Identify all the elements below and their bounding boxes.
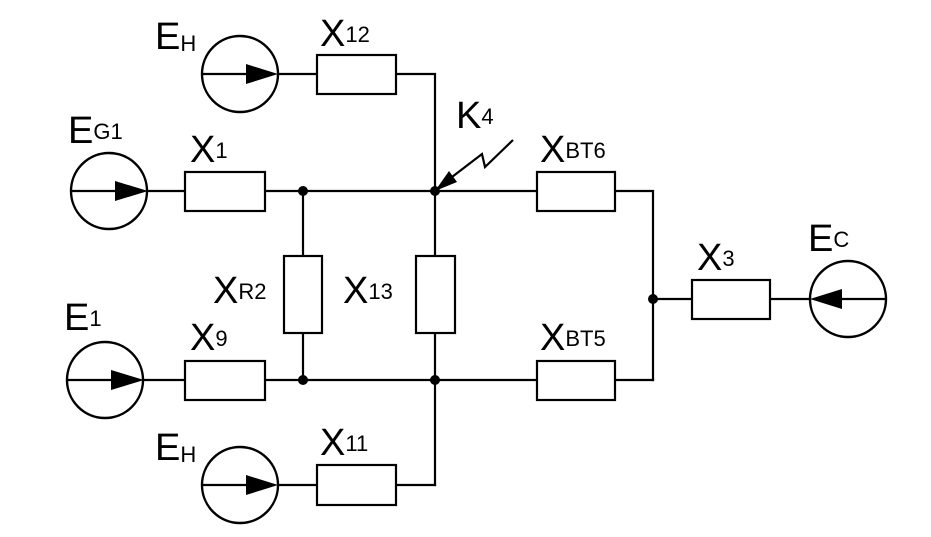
label-k4: K4 (456, 95, 494, 137)
junction-dot (298, 375, 308, 385)
resistor-x11 (315, 463, 398, 507)
resistor-x9 (183, 359, 267, 402)
label-x9: X9 (190, 317, 228, 359)
wire-eh-top (276, 72, 437, 193)
label-xbt5: XBT5 (540, 317, 606, 359)
label-x13: X13 (343, 270, 393, 312)
source-ec (808, 259, 888, 339)
label-x3: X3 (697, 237, 735, 279)
label-xbt6: XBT6 (540, 129, 606, 171)
junction-dot (430, 375, 440, 385)
label-eg1: EG1 (68, 110, 123, 152)
resistor-xr2 (282, 254, 324, 335)
resistor-x3 (690, 278, 772, 321)
label-x11: X11 (320, 422, 368, 464)
source-eg1 (69, 151, 149, 231)
resistor-x1 (183, 170, 267, 213)
source-eh-bottom (200, 445, 280, 525)
junction-dot (298, 186, 308, 196)
label-ec: EC (808, 218, 849, 260)
resistor-x12 (315, 53, 398, 96)
label-xr2: XR2 (213, 270, 266, 312)
source-e1 (65, 340, 145, 420)
fault-lightning-icon (435, 139, 514, 191)
source-eh-top (200, 34, 280, 114)
label-eh-top: EH (155, 16, 196, 58)
resistor-xbt6 (535, 170, 617, 213)
label-x12: X12 (320, 13, 370, 55)
junction-dot (648, 294, 658, 304)
label-eh-bottom: EH (155, 427, 196, 469)
label-x1: X1 (190, 129, 228, 171)
label-e1: E1 (64, 297, 102, 339)
resistor-xbt5 (535, 359, 617, 402)
resistor-x13 (414, 254, 457, 335)
wires (142, 72, 812, 487)
wire-top-right (613, 189, 655, 382)
